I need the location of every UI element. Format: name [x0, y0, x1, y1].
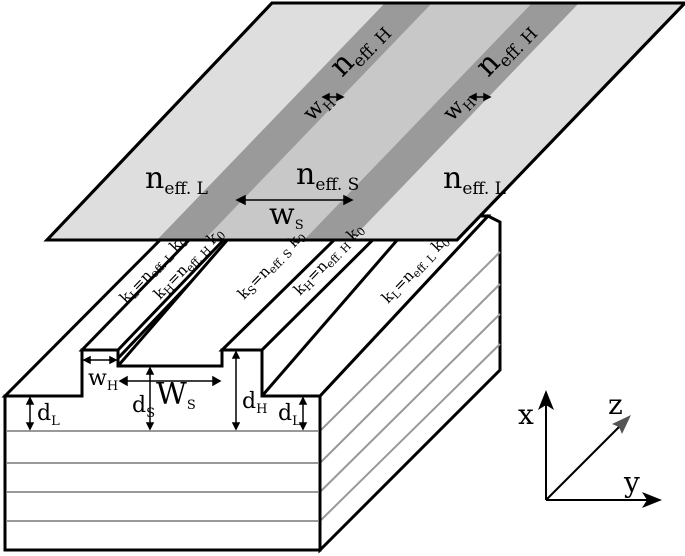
front-ws-label: WS — [156, 377, 196, 413]
slab-ws-label: wS — [269, 197, 304, 233]
x-axis-arrow — [538, 390, 554, 500]
front-dl-left-arrow — [25, 396, 35, 431]
slab-wh-arrow-2 — [468, 92, 492, 102]
slab-label-center: neff. S — [296, 157, 359, 195]
front-wh-arrow — [82, 355, 118, 365]
front-ws-arrow — [118, 375, 222, 387]
slab-wh-arrow-1 — [321, 92, 345, 102]
slab-label-left: neff. L — [145, 161, 208, 199]
z-axis-arrow — [545, 415, 631, 501]
slab-label-right: neff. L — [443, 161, 506, 199]
x-axis-label: x — [518, 398, 534, 431]
front-dh-label: dH — [242, 389, 267, 417]
svg-text:wS: wS — [269, 197, 304, 233]
slab-ws-arrow — [235, 194, 354, 206]
effective-index-slab — [43, 1, 685, 242]
svg-text:dL: dL — [278, 401, 301, 429]
svg-text:dL: dL — [37, 401, 60, 429]
y-axis-label: y — [623, 466, 640, 499]
svg-text:neff. L: neff. L — [443, 161, 506, 199]
svg-text:dS: dS — [132, 393, 155, 421]
z-axis-label: z — [608, 388, 623, 421]
block-front-face — [3, 348, 322, 552]
front-dh-arrow — [231, 350, 241, 431]
side-layer-lines — [319, 251, 501, 522]
slab-high-index-stripe-1 — [157, 3, 432, 240]
svg-text:neff. S: neff. S — [296, 157, 359, 195]
slab-high-index-stripe-2 — [304, 3, 579, 240]
front-dl-right-arrow — [298, 396, 308, 431]
front-ds-arrow — [145, 366, 155, 431]
front-wh-label: wH — [88, 366, 118, 394]
svg-text:WS: WS — [156, 377, 196, 413]
svg-text:dH: dH — [242, 389, 267, 417]
svg-text:wH: wH — [88, 366, 118, 394]
front-dl-left-label: dL — [37, 401, 60, 429]
coordinate-axes: x y z — [518, 388, 662, 508]
front-layer-lines — [7, 430, 318, 522]
front-ds-label: dS — [132, 393, 155, 421]
front-dl-right-label: dL — [278, 401, 301, 429]
y-axis-arrow — [546, 492, 662, 508]
svg-text:neff. L: neff. L — [145, 161, 208, 199]
